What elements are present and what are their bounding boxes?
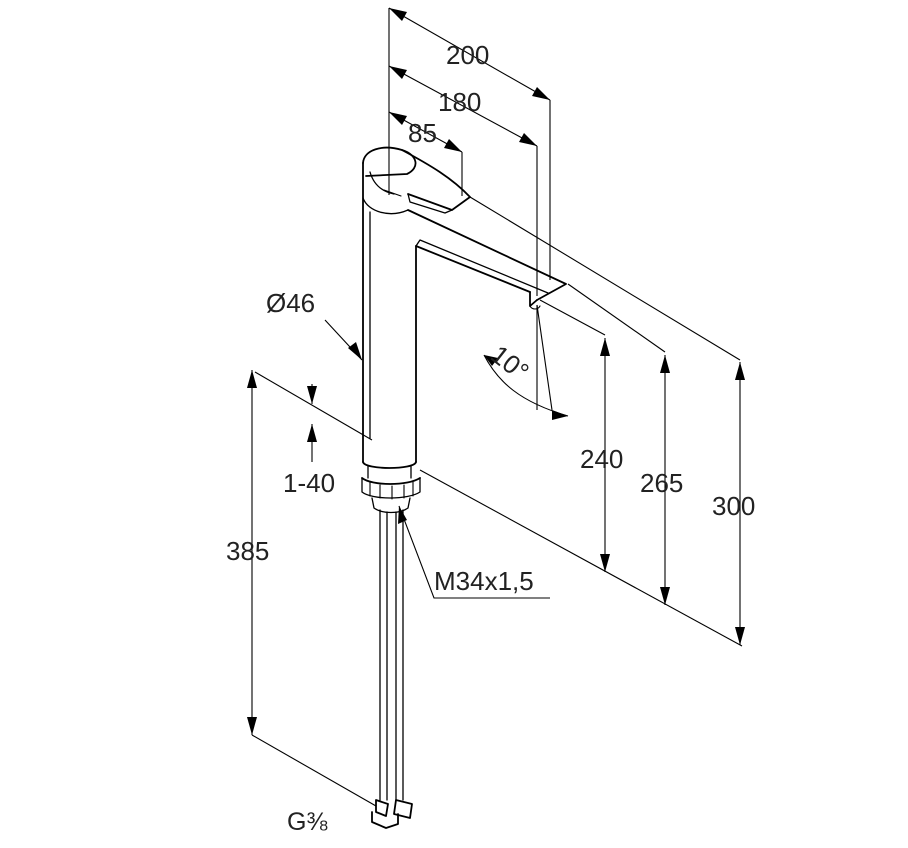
angle-line-a — [536, 304, 553, 411]
fitting-right — [393, 799, 413, 819]
faucet-body — [361, 146, 567, 829]
label-reach-total: 200 — [446, 40, 489, 70]
extension-240-top — [539, 299, 606, 336]
label-height-total: 300 — [712, 491, 755, 521]
handle-detail — [383, 189, 402, 197]
dimension-labels: 200 180 85 Ø46 10° 240 265 300 385 1-40 … — [226, 40, 755, 836]
label-hose-connection: G⅜ — [287, 808, 327, 836]
label-counter-thickness: 1-40 — [283, 468, 335, 498]
label-height-outlet: 240 — [580, 444, 623, 474]
extension-265-top — [567, 283, 666, 353]
arrow-85-start — [389, 112, 407, 125]
arrow-180-start — [389, 66, 407, 79]
arrow-200-end — [532, 87, 550, 100]
label-height-spout-top: 265 — [640, 468, 683, 498]
base-rim — [362, 461, 417, 469]
extension-300-top — [469, 196, 741, 361]
label-body-diameter: Ø46 — [266, 288, 315, 318]
arrow-1-40-top — [307, 386, 317, 404]
arrow-angle-start — [484, 355, 498, 366]
arrow-200-start — [389, 8, 407, 21]
arrow-265-top — [660, 355, 670, 373]
label-under-counter: 385 — [226, 536, 269, 566]
arrow-300-bottom — [735, 627, 745, 645]
aerator — [529, 305, 541, 310]
arrow-385-top — [247, 370, 257, 388]
arrow-angle-end — [552, 410, 568, 420]
handle-inner-curve — [369, 171, 395, 195]
arrowheads — [247, 8, 745, 735]
nut-ribs — [369, 481, 414, 500]
counter-plane-left — [254, 371, 373, 441]
dim-line-180 — [388, 65, 538, 147]
hose-left — [379, 509, 388, 801]
mounting-nut — [361, 477, 421, 499]
arrow-240-top — [600, 338, 610, 356]
arrow-180-end — [519, 133, 537, 146]
label-spout-angle: 10° — [485, 339, 534, 387]
handle-lever-side — [407, 193, 453, 214]
arrow-thread — [398, 506, 407, 524]
extension-385-bottom — [251, 734, 377, 807]
base-collar — [367, 465, 412, 479]
arrow-1-40-bottom — [307, 424, 317, 442]
fitting-left — [375, 799, 389, 817]
mounting-nut-top — [361, 477, 421, 485]
dim-line-200 — [388, 7, 551, 101]
dimension-lines — [251, 7, 743, 807]
counter-plane-right — [419, 469, 743, 647]
arrow-85-end — [444, 139, 462, 152]
label-reach-spout: 180 — [438, 87, 481, 117]
label-handle-offset: 85 — [408, 118, 437, 148]
leader-thread — [398, 505, 550, 599]
spout-underside — [415, 239, 549, 294]
arrow-240-bottom — [600, 554, 610, 572]
hose-nut — [371, 811, 399, 829]
label-mounting-thread: M34x1,5 — [434, 566, 534, 596]
arrow-300-top — [735, 362, 745, 380]
arrow-385-bottom — [247, 717, 257, 735]
spout-tip — [529, 291, 538, 307]
spout-bottom-edge — [415, 245, 531, 293]
handle-lever-top — [401, 149, 471, 211]
spout-top-edge — [407, 209, 567, 301]
arrow-diameter — [348, 342, 362, 360]
arrow-265-bottom — [660, 587, 670, 605]
hose-right — [395, 509, 404, 801]
cap-bottom-curve — [362, 197, 409, 215]
threaded-stud — [371, 497, 411, 514]
